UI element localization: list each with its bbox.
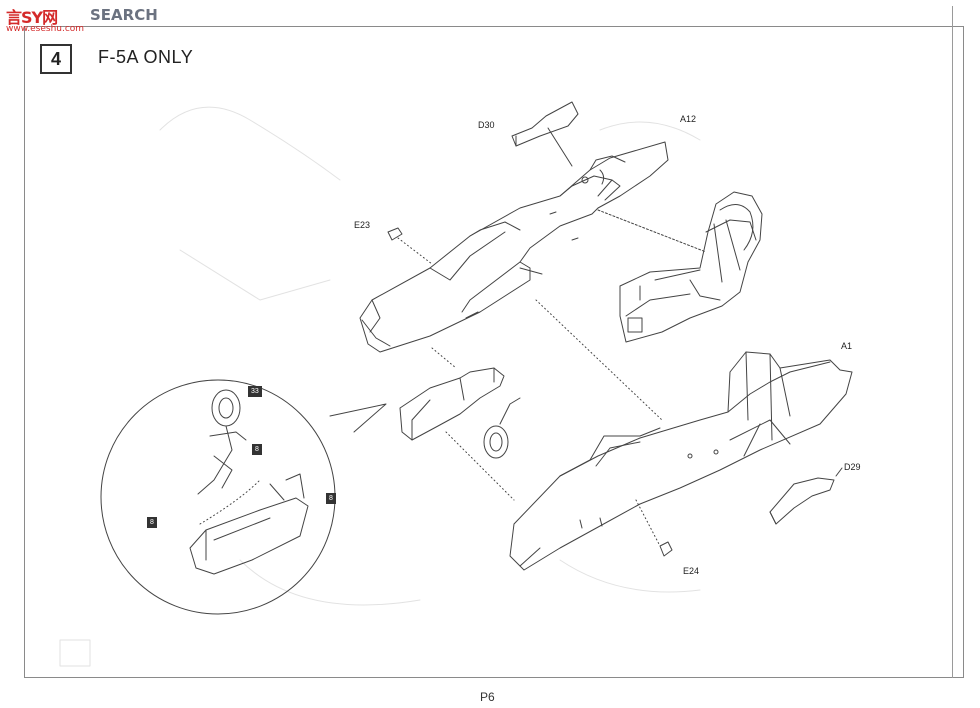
- page-frame: [24, 26, 964, 678]
- detail-bay-part: [189, 473, 309, 575]
- step-number-box: 4: [40, 44, 72, 74]
- leader-d29: [835, 467, 843, 477]
- label-part-d30: D30: [478, 120, 495, 130]
- watermark: 言SY网 SEARCH www.eseshu.com: [4, 2, 184, 34]
- nose-gear-wheel: [483, 397, 521, 459]
- ejection-seat: [619, 191, 763, 343]
- detail-gear-wheel: [197, 389, 247, 495]
- watermark-logo: 言SY网: [6, 8, 58, 27]
- part-d30: [511, 101, 579, 147]
- part-d29: [769, 477, 835, 525]
- leader-seat: [597, 209, 707, 253]
- upper-fuselage-a12: [359, 141, 669, 353]
- nose-gear-bay: [399, 367, 505, 441]
- detail-inset: [100, 379, 387, 615]
- step-title: F-5A ONLY: [98, 47, 194, 67]
- label-part-e24: E24: [683, 566, 700, 576]
- label-part-e23: E23: [354, 220, 371, 230]
- watermark-url: www.eseshu.com: [6, 24, 85, 34]
- part-e23: [387, 227, 403, 241]
- label-part-a12: A12: [680, 114, 697, 124]
- lower-fuselage-a1: [509, 351, 853, 571]
- page-edge-rule: [952, 6, 953, 678]
- page-number: P6: [480, 690, 495, 704]
- part-e24: [659, 541, 673, 557]
- detail-badge-8-left: 8: [147, 517, 157, 528]
- detail-badge-8-mid: 8: [252, 444, 262, 455]
- leader-e24: [635, 499, 661, 547]
- leader-d30: [547, 127, 573, 167]
- leader-e23: [397, 237, 433, 265]
- label-part-a1: A1: [841, 341, 853, 351]
- assembly-guides: [431, 299, 663, 501]
- detail-badge-8-right: 8: [326, 493, 336, 504]
- watermark-search-text: SEARCH: [90, 6, 158, 24]
- detail-badge-33: 33: [248, 386, 262, 397]
- label-part-d29: D29: [844, 462, 861, 472]
- bleed-through-lines: [59, 106, 701, 667]
